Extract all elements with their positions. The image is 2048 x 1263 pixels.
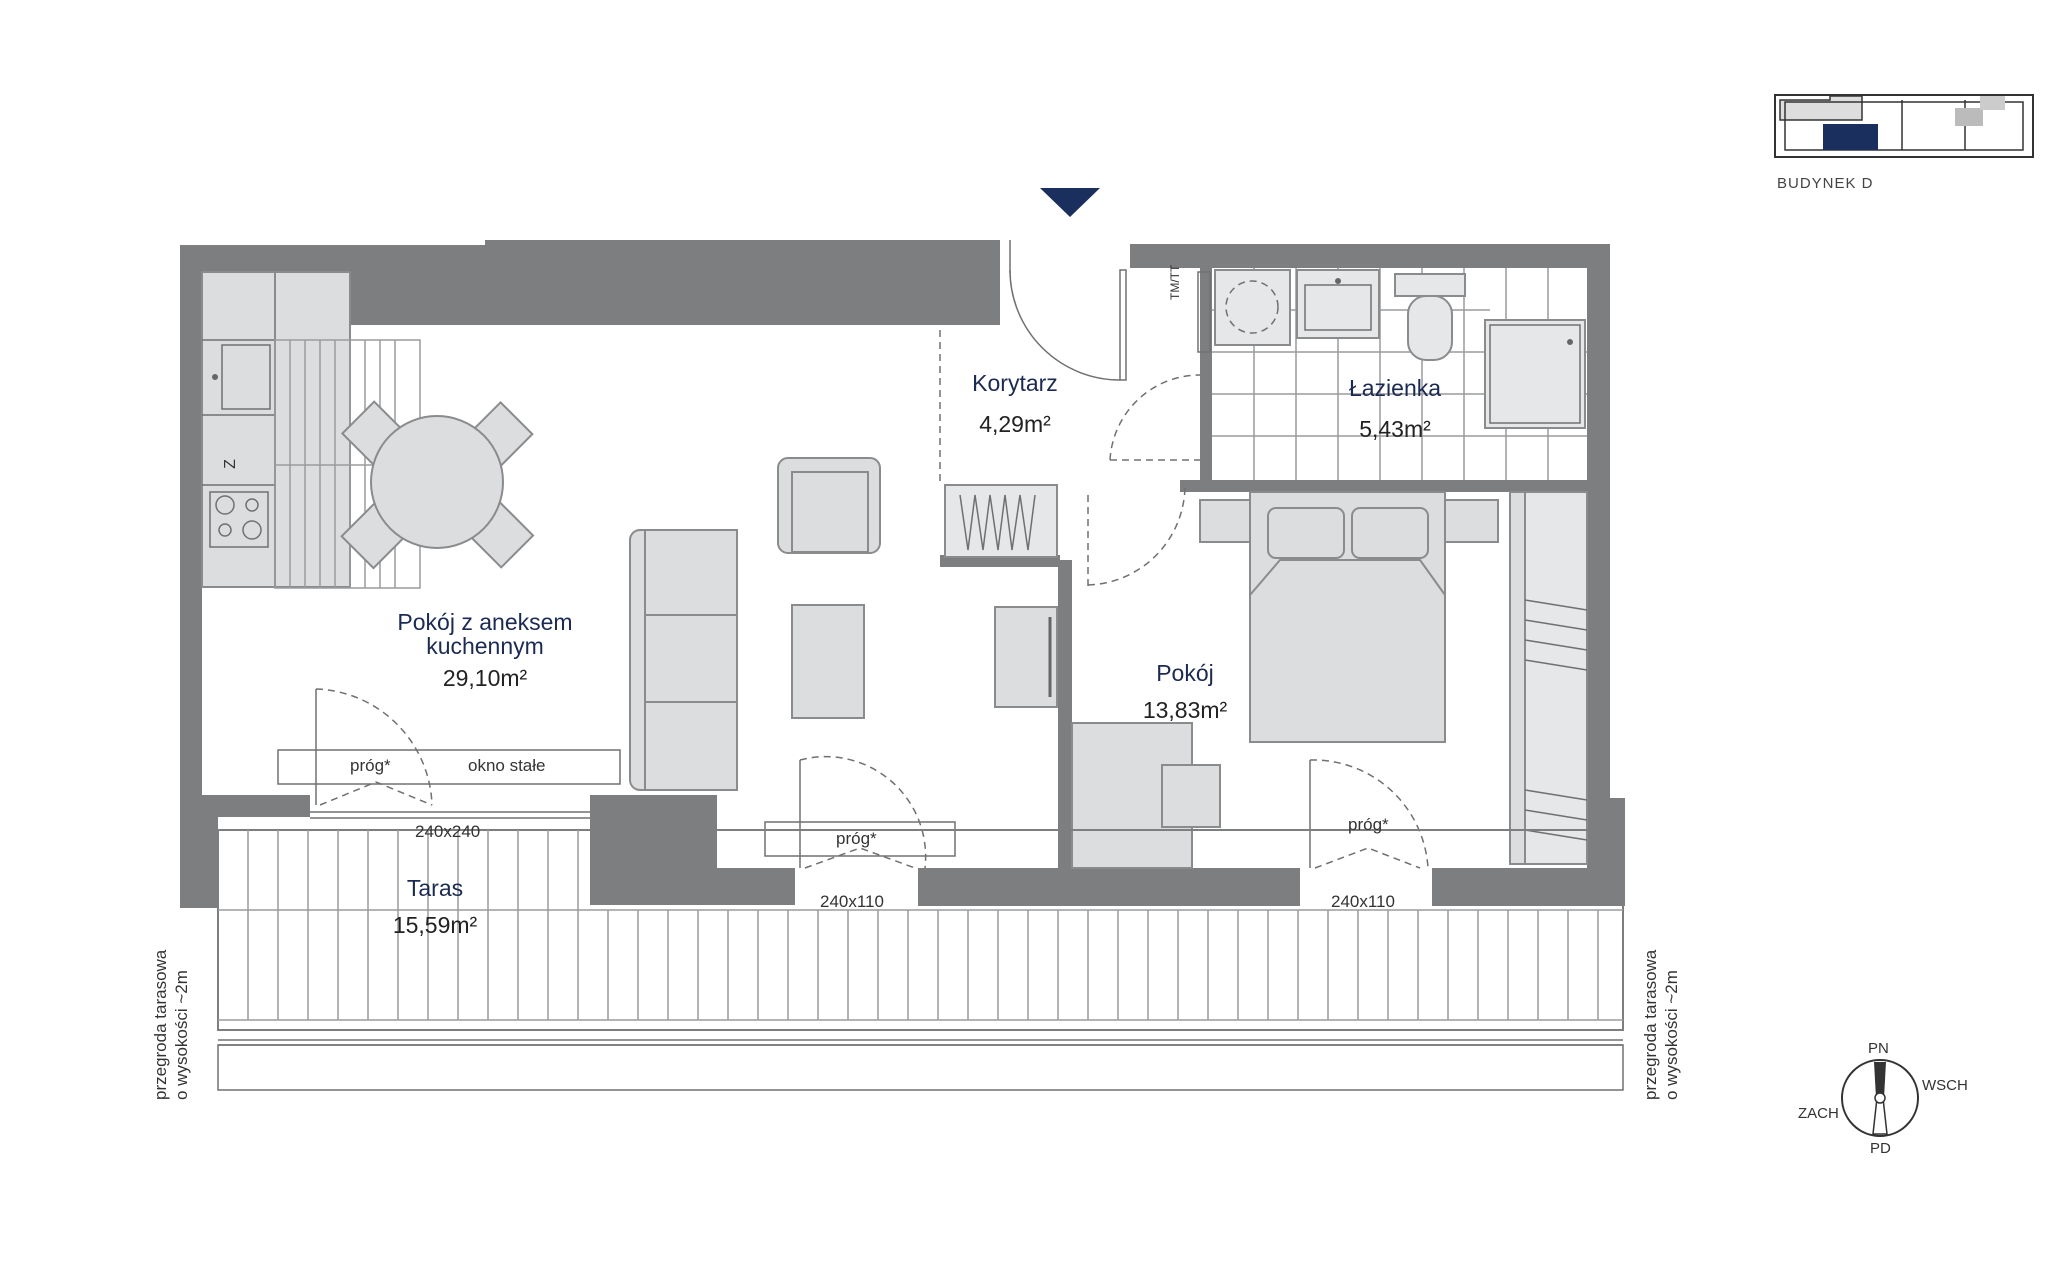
terrace-grid bbox=[247, 830, 1599, 1020]
sofa bbox=[629, 529, 738, 791]
armchair bbox=[777, 457, 881, 554]
terrace-tiles bbox=[217, 829, 1624, 1031]
room-living-area: 29,10m² bbox=[442, 665, 528, 691]
terrace-edge bbox=[217, 1044, 1624, 1091]
threshold-label-1: próg* bbox=[350, 756, 391, 775]
compass-icon bbox=[1841, 1059, 1919, 1137]
corridor-wardrobe bbox=[944, 484, 1058, 558]
compass-w: ZACH bbox=[1798, 1105, 1839, 1122]
door-size-1: 240x240 bbox=[415, 822, 481, 841]
toilet bbox=[1394, 273, 1466, 361]
kitchen-counter bbox=[201, 271, 351, 588]
compass-n: PN bbox=[1868, 1040, 1889, 1057]
corridor-door bbox=[1009, 240, 1127, 381]
room-corridor-name: Korytarz bbox=[972, 370, 1058, 396]
coffee-table bbox=[791, 604, 865, 719]
partition-note-right: przegroda tarasowa o wysokości ~2m bbox=[1640, 900, 1682, 1100]
fixed-window bbox=[277, 749, 621, 785]
partition-note-right-2: o wysokości ~2m bbox=[1662, 970, 1681, 1100]
desk-chair bbox=[1161, 764, 1221, 828]
partition-note-left: przegroda tarasowa o wysokości ~2m bbox=[150, 900, 192, 1100]
room-bathroom-name: Łazienka bbox=[1348, 375, 1442, 401]
washbasin bbox=[1296, 269, 1380, 339]
room-terrace-name: Taras bbox=[406, 875, 464, 901]
partition-note-left-2: o wysokości ~2m bbox=[172, 970, 191, 1100]
room-bathroom: Łazienka 5,43m² bbox=[1325, 375, 1465, 443]
threshold-box-2 bbox=[764, 821, 956, 857]
room-terrace-area: 15,59m² bbox=[392, 912, 478, 938]
compass-s: PD bbox=[1870, 1140, 1891, 1157]
door-size-3: 240x110 bbox=[1331, 892, 1395, 911]
threshold-label-3: próg* bbox=[1348, 815, 1389, 834]
room-bedroom-name: Pokój bbox=[1156, 660, 1214, 686]
dining-table bbox=[340, 400, 535, 570]
threshold-label-2: próg* bbox=[836, 829, 877, 848]
compass-e: WSCH bbox=[1922, 1077, 1968, 1094]
room-bedroom-area: 13,83m² bbox=[1142, 697, 1228, 723]
building-key-map bbox=[1774, 94, 2034, 158]
building-highlight bbox=[1823, 124, 1878, 150]
entrance-arrow-icon bbox=[1040, 188, 1100, 217]
building-label: BUDYNEK D bbox=[1777, 175, 1874, 192]
room-terrace: Taras 15,59m² bbox=[365, 875, 505, 939]
door-size-2: 240x110 bbox=[820, 892, 884, 911]
fixed-window-label: okno stałe bbox=[468, 756, 546, 775]
room-corridor: Korytarz 4,29m² bbox=[945, 370, 1085, 438]
shower bbox=[1484, 319, 1586, 429]
room-living: Pokój z aneksem kuchennym 29,10m² bbox=[340, 610, 630, 690]
tv-cabinet bbox=[994, 606, 1058, 708]
room-bathroom-area: 5,43m² bbox=[1359, 416, 1431, 442]
walls bbox=[180, 240, 1625, 908]
fridge-label: Z bbox=[221, 459, 239, 469]
bed bbox=[1199, 491, 1499, 743]
room-living-name-2: kuchennym bbox=[426, 633, 544, 659]
room-corridor-area: 4,29m² bbox=[979, 411, 1051, 437]
room-living-name-1: Pokój z aneksem bbox=[397, 609, 573, 635]
room-bedroom: Pokój 13,83m² bbox=[1115, 660, 1255, 724]
tm-tt-label: TM/TT bbox=[1168, 264, 1182, 300]
partition-note-left-1: przegroda tarasowa bbox=[151, 949, 170, 1100]
bedroom-wardrobe bbox=[1509, 491, 1588, 865]
tm-tt-cabinet bbox=[1197, 271, 1211, 353]
partition-note-right-1: przegroda tarasowa bbox=[1641, 949, 1660, 1100]
